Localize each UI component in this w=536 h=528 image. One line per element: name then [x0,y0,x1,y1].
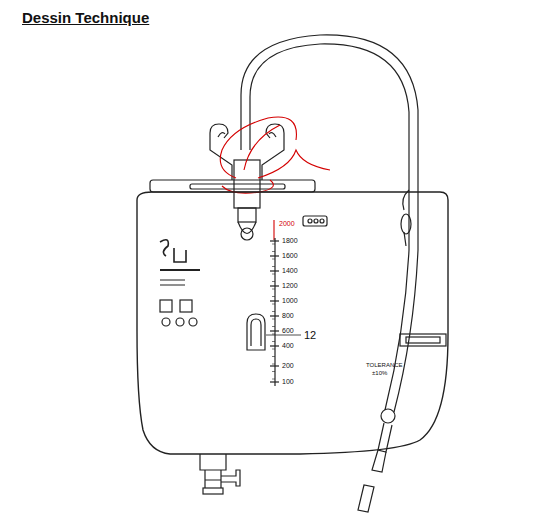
minor-tick [272,266,275,267]
scale-tick [270,381,279,382]
minor-tick [272,244,275,245]
minor-tick [272,251,275,252]
scale-value: 100 [282,378,294,385]
scale-value: 800 [282,312,294,319]
minor-tick [272,356,275,357]
minor-tick [272,311,275,312]
drawing-title: Dessin Technique [22,10,149,25]
scale-tick [270,315,279,316]
volume-mark: 2000 [279,220,295,227]
tolerance-note: ±10% [372,370,387,376]
minor-tick [272,289,275,290]
scale-value: 1000 [282,297,298,304]
scale-tick [270,270,279,271]
scale-value: 200 [282,362,294,369]
minor-tick [272,371,275,372]
scale-value: 600 [282,327,294,334]
scale-tick [270,365,279,366]
scale-value: 1200 [282,282,298,289]
scale-tick [270,285,279,286]
minor-tick [272,259,275,260]
scale-tick [270,240,279,241]
minor-tick [272,326,275,327]
minor-tick [272,349,275,350]
minor-tick [272,364,275,365]
scale-value: 400 [282,342,294,349]
tolerance-note: TOLERANCE [366,362,403,368]
scale-value: 1800 [282,237,298,244]
minor-tick [272,319,275,320]
scale-value: 1600 [282,252,298,259]
minor-tick [272,341,275,342]
scale-tick [270,330,279,331]
minor-tick [272,274,275,275]
minor-tick [272,296,275,297]
minor-tick [272,304,275,305]
scale-tick [270,255,279,256]
minor-tick [272,334,275,335]
minor-tick [272,379,275,380]
scale-value: 1400 [282,267,298,274]
callout-number: 12 [304,330,316,341]
scale-tick [270,300,279,301]
minor-tick [272,281,275,282]
scale-tick [270,345,279,346]
